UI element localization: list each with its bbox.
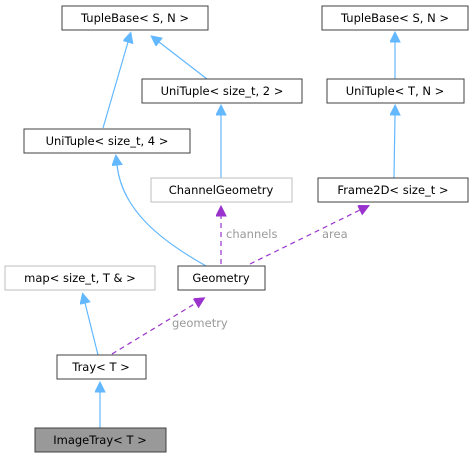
edge-unituple2-to-tuplebase (159, 42, 208, 80)
edge-geometry-uses-frame2d (249, 210, 360, 265)
edge-label-channels: channels (226, 227, 278, 241)
node-tray[interactable]: Tray< T > (56, 354, 147, 380)
svg-text:UniTuple< T, N >: UniTuple< T, N > (346, 84, 445, 98)
node-frame2d[interactable]: Frame2D< size_t > (317, 177, 469, 203)
node-unituple-size-t-4[interactable]: UniTuple< size_t, 4 > (23, 128, 191, 154)
svg-text:UniTuple< size_t, 4 >: UniTuple< size_t, 4 > (46, 134, 169, 148)
svg-text:ChannelGeometry: ChannelGeometry (169, 183, 274, 197)
svg-text:map< size_t, T & >: map< size_t, T & > (24, 271, 136, 285)
node-unituple-size-t-2[interactable]: UniTuple< size_t, 2 > (141, 78, 303, 104)
node-tuplebase-left[interactable]: TupleBase< S, N > (61, 5, 209, 31)
node-unituple-t-n[interactable]: UniTuple< T, N > (326, 78, 465, 104)
node-geometry[interactable]: Geometry (177, 265, 266, 291)
node-channel-geometry[interactable]: ChannelGeometry (150, 177, 293, 203)
svg-text:ImageTray< T >: ImageTray< T > (53, 433, 147, 447)
edge-label-area: area (322, 227, 348, 241)
node-image-tray: ImageTray< T > (34, 427, 167, 453)
svg-text:Frame2D< size_t >: Frame2D< size_t > (337, 183, 448, 197)
svg-text:TupleBase< S, N >: TupleBase< S, N > (80, 11, 189, 25)
node-map[interactable]: map< size_t, T & > (4, 265, 156, 291)
edge-label-geometry: geometry (172, 316, 228, 330)
svg-text:Tray< T >: Tray< T > (71, 360, 130, 374)
edge-tray-to-map (85, 303, 99, 356)
edge-tray-uses-geometry (111, 303, 196, 355)
svg-text:TupleBase< S, N >: TupleBase< S, N > (340, 11, 449, 25)
node-tuplebase-right[interactable]: TupleBase< S, N > (321, 5, 469, 31)
edge-geometry-to-unituple4 (117, 165, 207, 267)
svg-text:Geometry: Geometry (192, 271, 250, 285)
edge-frame2d-to-unitupletn (394, 115, 395, 179)
edge-unituple4-to-tuplebase (102, 42, 128, 129)
svg-text:UniTuple< size_t, 2 >: UniTuple< size_t, 2 > (161, 84, 284, 98)
